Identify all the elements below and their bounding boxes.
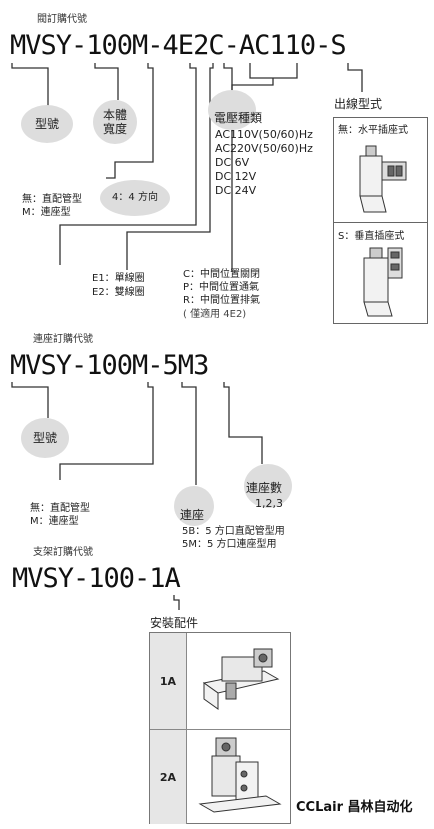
section2-title: 連座訂購代號: [33, 334, 93, 345]
accessory-row-2a: 2A: [150, 729, 290, 824]
base-count-values: 1,2,3: [255, 497, 283, 510]
accessory-title: 安裝配件: [150, 616, 199, 630]
circle-model: 型號: [21, 105, 73, 143]
accessory-table: 1A 2A: [149, 632, 291, 824]
base-count-title: 連座數: [246, 481, 283, 495]
circle-voltage: [208, 90, 256, 130]
coil-option-e1: E1：單線圈: [92, 273, 145, 284]
watermark: CCLair 昌林自动化: [296, 800, 413, 815]
vertical-socket-valve-illustration: [363, 247, 403, 317]
bracket-1a-illustration: [202, 648, 280, 710]
circle-base-count: [244, 464, 292, 508]
voltage-dc12: DC 12V: [215, 170, 257, 183]
voltage-ac110: AC110V(50/60)Hz: [215, 128, 313, 141]
center-option-note: ( 僅適用 4E2): [183, 309, 247, 320]
section3-title: 支架訂購代號: [33, 547, 93, 558]
voltage-title: 電壓種類: [214, 111, 263, 125]
bracket-order-code: MVSY-100-1A: [12, 563, 181, 594]
horizontal-socket-valve-illustration: [359, 145, 407, 213]
piping-option-m-2: M：連座型: [30, 516, 79, 527]
circle-base: [174, 486, 214, 526]
piping-option-m: M：連座型: [22, 207, 71, 218]
center-option-p: P：中間位置通氣: [183, 282, 260, 293]
circle-body-width: 本體 寬度: [93, 100, 137, 144]
outlet-title: 出線型式: [334, 97, 383, 111]
center-option-c: C：中間位置關閉: [183, 269, 260, 280]
accessory-label-2a: 2A: [150, 730, 187, 824]
accessory-row-1a: 1A: [150, 633, 290, 729]
base-title: 連座: [180, 508, 205, 522]
outlet-option-vertical: S：垂直插座式: [338, 231, 405, 242]
section1-title: 閥訂購代號: [37, 14, 87, 25]
coil-option-e2: E2：雙線圈: [92, 287, 145, 298]
valve-order-code: MVSY-100M-4E2C-AC110-S: [10, 30, 347, 61]
outlet-options-box: 無：水平插座式 S：垂直插座式: [333, 117, 428, 324]
piping-option-none: 無：直配管型: [22, 194, 82, 205]
base-option-5b: 5B：5 方口直配管型用: [182, 526, 285, 537]
voltage-dc24: DC 24V: [215, 184, 257, 197]
piping-option-none-2: 無：直配管型: [30, 503, 90, 514]
outlet-option-horizontal: 無：水平插座式: [338, 125, 408, 136]
voltage-dc6: DC 6V: [215, 156, 250, 169]
circle-model-2: 型號: [21, 418, 69, 458]
base-order-code: MVSY-100M-5M3: [10, 350, 209, 381]
accessory-label-1a: 1A: [150, 633, 187, 729]
circle-direction: 4：4 方向: [100, 180, 170, 216]
center-option-r: R：中間位置排氣: [183, 295, 260, 306]
voltage-ac220: AC220V(50/60)Hz: [215, 142, 313, 155]
bracket-2a-illustration: [198, 737, 282, 813]
base-option-5m: 5M：5 方口連座型用: [182, 539, 277, 550]
